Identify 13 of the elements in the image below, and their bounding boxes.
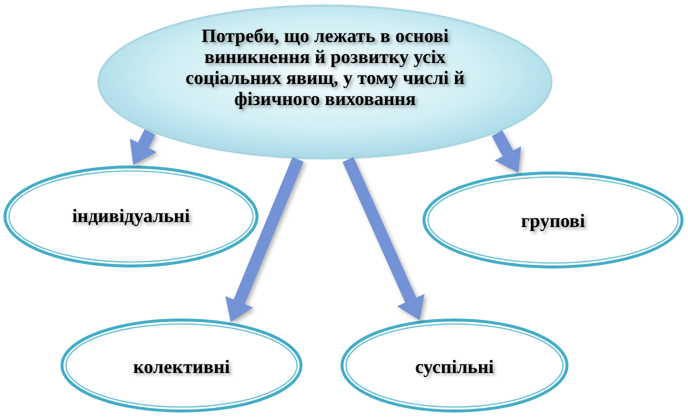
node-label: колективні (133, 356, 230, 380)
node-label: суспільні (415, 356, 494, 380)
block-arrow (342, 157, 424, 320)
block-arrow (130, 129, 157, 165)
ring-oval-node (340, 318, 569, 413)
node-label: Потреби, що лежать в основі виникнення й розвитку усіх соціальних явищ, у тому числі й фізичного виховання (184, 26, 466, 110)
node-label: групові (521, 210, 585, 234)
ring-oval-node (60, 318, 303, 413)
ring-oval-node (3, 165, 259, 268)
block-arrow (492, 130, 522, 173)
node-label: індивідуальні (72, 205, 190, 230)
ring-oval-node (422, 171, 684, 269)
oval-node (97, 4, 553, 160)
